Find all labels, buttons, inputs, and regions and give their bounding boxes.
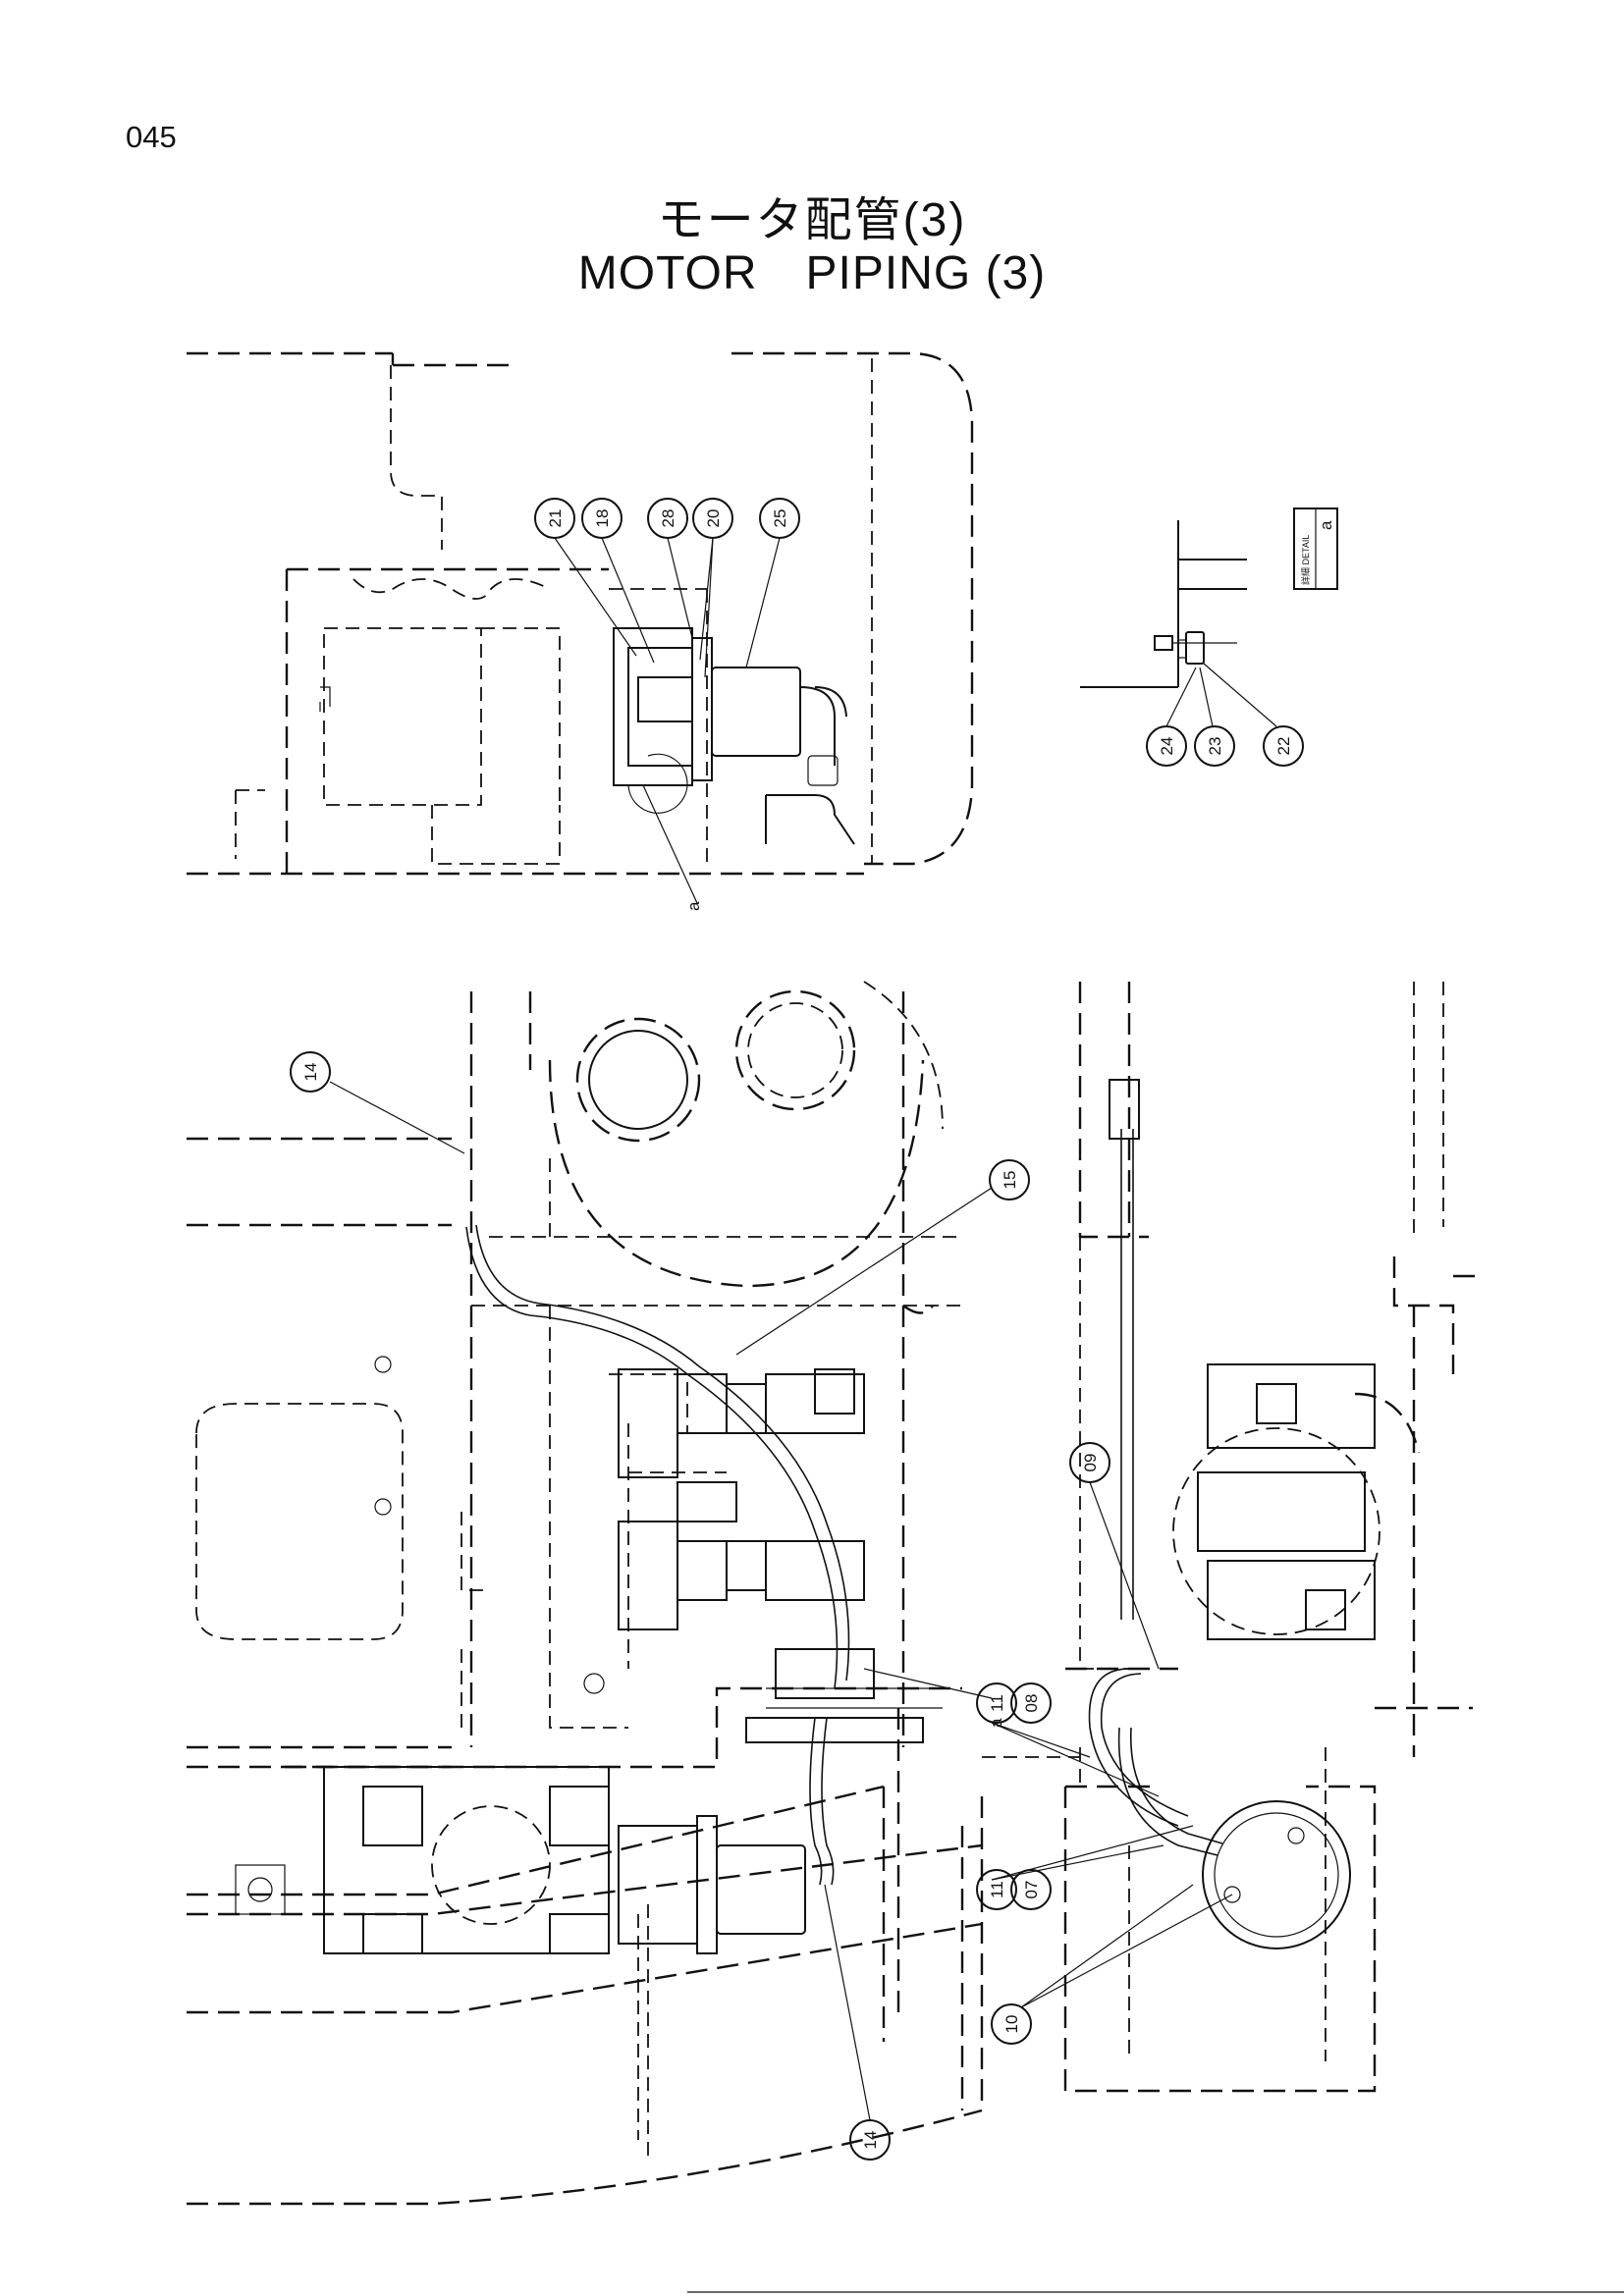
callout-23-label: 23: [1206, 737, 1224, 756]
callout-14-top-label: 14: [301, 1063, 320, 1082]
callout-14-bottom-label: 14: [861, 2131, 880, 2150]
detail-mark: a: [1317, 520, 1335, 530]
callout-25: 25: [759, 498, 800, 539]
title-japanese: モータ配管(3): [657, 194, 967, 246]
callout-11-lower: 11: [976, 1869, 1017, 1910]
top-motor-assembly: [613, 627, 855, 845]
callout-28-label: 28: [659, 509, 677, 528]
callout-14-top: 14: [290, 1051, 331, 1093]
top-view-frame: [187, 351, 974, 876]
right-motor-assembly: [1063, 982, 1483, 2093]
lower-motor-assembly: [235, 1766, 806, 1954]
callout-08: 08: [1010, 1682, 1052, 1724]
hoses: [465, 1129, 1223, 1886]
callout-24: 24: [1146, 725, 1187, 767]
callout-11-lower-label: 11: [988, 1881, 1006, 1898]
page-number: 045: [126, 120, 177, 154]
main-view-frame: [187, 991, 1081, 2206]
callout-15: 15: [989, 1159, 1030, 1201]
callout-10-label: 10: [1002, 2015, 1021, 2034]
main-tanks: [195, 981, 944, 1694]
callout-21: 21: [534, 498, 575, 539]
callout-11-upper-label: 11: [988, 1694, 1006, 1712]
callout-09: 09: [1069, 1442, 1110, 1483]
callout-21-label: 21: [546, 509, 565, 528]
detail-label: 詳細 DETAIL: [1300, 535, 1311, 585]
mark-a-top: a: [684, 901, 703, 911]
callout-15-label: 15: [1001, 1171, 1019, 1190]
callout-07-label: 07: [1022, 1881, 1041, 1899]
callout-09-label: 09: [1081, 1454, 1100, 1472]
callout-18: 18: [581, 498, 623, 539]
detail-view: 詳細 DETAIL a: [1080, 507, 1338, 727]
callout-18-label: 18: [593, 509, 612, 528]
callout-22-label: 22: [1274, 737, 1293, 756]
callout-24-label: 24: [1158, 737, 1176, 756]
callout-23: 23: [1194, 725, 1235, 767]
callout-08-label: 08: [1022, 1694, 1041, 1713]
top-leaders: [554, 537, 781, 904]
main-pump-cluster: [618, 1368, 943, 1743]
callout-20: 20: [692, 498, 733, 539]
callout-28: 28: [647, 498, 688, 539]
callout-10: 10: [991, 2003, 1032, 2045]
callout-25-label: 25: [771, 509, 789, 528]
callout-22: 22: [1263, 725, 1304, 767]
callout-14-bottom: 14: [849, 2119, 891, 2161]
mark-a-mid: a: [987, 1718, 1005, 1728]
callout-07: 07: [1010, 1869, 1052, 1910]
callout-20-label: 20: [704, 509, 723, 528]
callout-11-upper: 11: [976, 1682, 1017, 1724]
title-english: MOTOR PIPING (3): [577, 247, 1047, 299]
